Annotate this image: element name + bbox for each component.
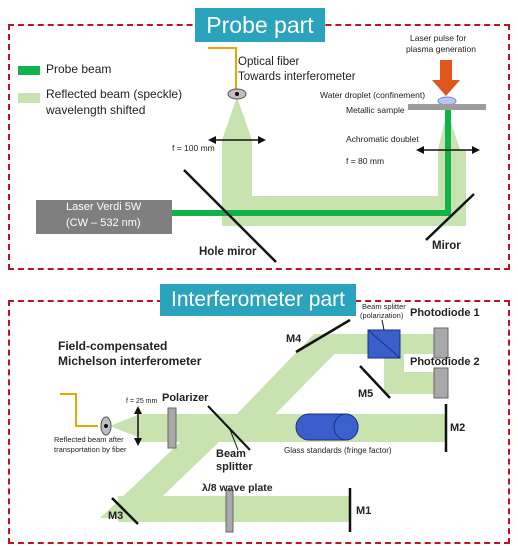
water-droplet-label: Water droplet (confinement) xyxy=(320,90,426,100)
laser-pulse-label-1: Laser pulse for xyxy=(410,33,467,43)
pbs-label-2: (polarization) xyxy=(360,311,404,320)
probe-part-title: Probe part xyxy=(206,11,314,38)
pbs-pointer xyxy=(381,319,385,331)
pbs-label-1: Beam splitter xyxy=(362,302,406,311)
photodiode-1-label: Photodiode 1 xyxy=(410,307,480,319)
legend-probe-label: Probe beam xyxy=(46,62,112,76)
photodiode-2 xyxy=(433,367,449,399)
fiber-core xyxy=(235,92,239,96)
legend-reflected-swatch xyxy=(18,93,40,103)
doublet-arrowhead-left xyxy=(416,146,424,154)
michelson-heading-1: Field-compensated xyxy=(58,339,168,353)
metallic-sample xyxy=(408,104,486,110)
wave-plate-label: λ/8 wave plate xyxy=(202,482,273,494)
hole-mirror-label: Hole miror xyxy=(199,246,257,258)
polarizer-label: Polarizer xyxy=(162,392,209,404)
polarizer xyxy=(167,407,177,449)
lens-100-arrowhead-left xyxy=(208,136,216,144)
laser-verdi-box xyxy=(36,200,172,234)
optical-fiber-label: Optical fiber xyxy=(238,56,300,68)
input-fiber-line xyxy=(60,393,98,427)
laser-pulse-arrow-shaft xyxy=(440,60,452,80)
interferometer-part-banner: Interferometer part xyxy=(160,284,356,316)
arm-m1-beam xyxy=(118,496,350,522)
laser-verdi-label: Laser Verdi 5W xyxy=(66,201,142,213)
laser-pulse-label-2: plasma generation xyxy=(406,44,476,54)
lens-100-label: f = 100 mm xyxy=(172,143,215,153)
mirror-label: Miror xyxy=(432,240,461,252)
m1-label: M1 xyxy=(356,505,372,517)
mirror-m3 xyxy=(111,497,139,525)
doublet-arrowhead-right xyxy=(472,146,480,154)
reflected-after-fiber-label-1: Reflected beam after xyxy=(54,435,124,444)
input-fiber-core xyxy=(104,424,108,428)
legend-reflected-label-2: wavelength shifted xyxy=(46,103,146,117)
beam-splitter-label-1: Beam xyxy=(216,448,246,460)
m2-label: M2 xyxy=(450,422,466,434)
wave-plate xyxy=(225,489,234,533)
legend-probe-swatch xyxy=(18,66,40,75)
interferometer-part-title: Interferometer part xyxy=(171,288,345,311)
reflected-after-fiber-label-2: transportation by fiber xyxy=(54,445,127,454)
michelson-heading-2: Michelson interferometer xyxy=(58,354,202,368)
achromatic-doublet-label: Achromatic doublet xyxy=(346,134,419,144)
lens-25-label: f = 25 mm xyxy=(126,398,158,405)
input-beam-cone xyxy=(110,414,140,438)
lens-25-arrowhead-bottom xyxy=(134,438,142,446)
pd2-beam xyxy=(384,372,434,394)
mirror xyxy=(425,193,475,241)
m5-label: M5 xyxy=(358,388,374,400)
probe-part-banner: Probe part xyxy=(195,8,325,42)
glass-standards-label: Glass standards (fringe factor) xyxy=(284,446,392,455)
photodiode-2-label: Photodiode 2 xyxy=(410,356,480,368)
beam-splitter-label-2: splitter xyxy=(216,461,253,473)
m3-label: M3 xyxy=(108,510,124,522)
probe-beam-horizontal xyxy=(172,210,451,216)
lens-100-arrowhead-right xyxy=(258,136,266,144)
hole-mirror xyxy=(183,169,277,263)
laser-pulse-arrow-head xyxy=(432,80,460,96)
m4-label: M4 xyxy=(286,333,302,345)
legend-reflected-label-1: Reflected beam (speckle) xyxy=(46,87,183,101)
metallic-sample-label: Metallic sample xyxy=(346,105,405,115)
optical-fiber-line xyxy=(208,47,237,90)
glass-end xyxy=(333,413,359,441)
mirror-m4 xyxy=(295,318,351,354)
laser-wavelength-label: (CW – 532 nm) xyxy=(66,217,141,229)
diagonal-beam-lower xyxy=(100,414,248,518)
reflected-beam-cone-left xyxy=(222,97,252,140)
probe-beam-vertical xyxy=(445,104,451,216)
lens-25-arrowhead-top xyxy=(134,406,142,414)
splitter-pointer xyxy=(228,426,239,451)
pbs-diagonal xyxy=(367,329,401,359)
mirror-m5 xyxy=(359,365,391,399)
doublet-focal-label: f = 80 mm xyxy=(346,156,385,166)
water-droplet xyxy=(437,96,457,106)
photodiode-1 xyxy=(433,327,449,359)
towards-interferometer-label: Towards interferometer xyxy=(238,71,356,83)
